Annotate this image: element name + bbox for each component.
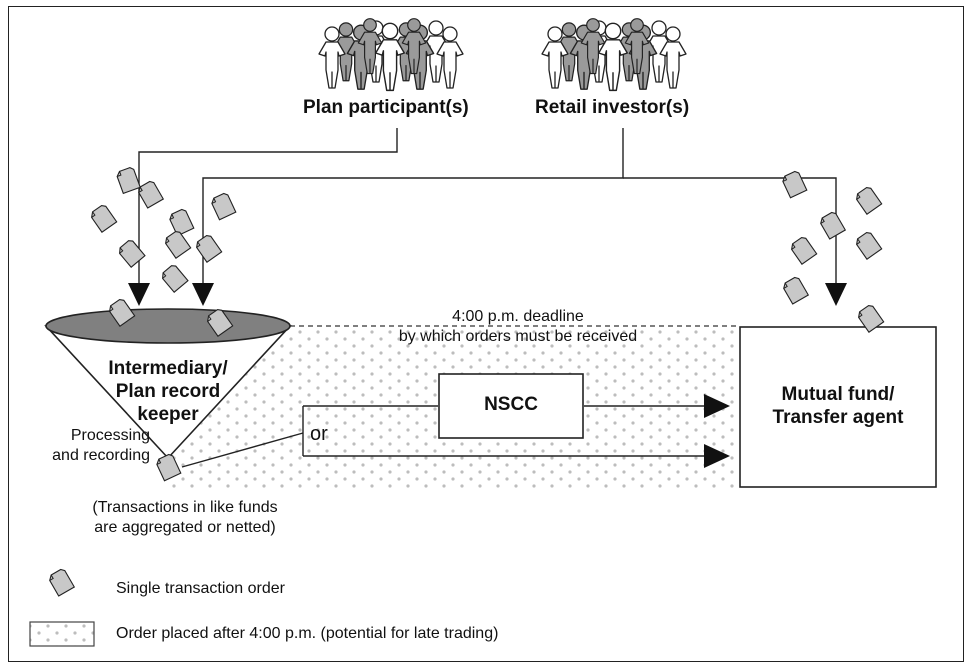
order-paper [780,169,808,199]
order-paper [788,235,818,265]
order-paper [209,191,237,221]
arrow-plan-down [128,283,150,306]
order-paper [193,233,223,263]
person-figure [580,18,606,75]
deadline-label-line2: by which orders must be received [398,328,638,345]
legend-dotted-swatch [29,621,95,647]
processing-label-line2: and recording [52,447,150,464]
arrow-nscc-to-fund [704,394,730,418]
deadline-label: 4:00 p.m. deadline by which orders must … [368,307,668,347]
funnel-output-line [181,432,304,468]
person-figure [624,18,650,75]
person-figure [318,26,346,89]
order-paper [162,229,192,259]
processing-label-line1: Processing [70,427,150,444]
intermediary-funnel [44,308,292,460]
person-figure [374,22,406,92]
order-paper [115,166,141,194]
aggregation-note: (Transactions in like funds are aggregat… [60,498,310,538]
retail-connector [202,128,624,285]
arrow-retail-down [192,283,214,306]
intermediary-label: Intermediary/ Plan record keeper [88,357,248,426]
aggregation-note-line1: (Transactions in like funds [92,499,278,516]
order-paper [116,238,146,268]
intermediary-label-line3: keeper [137,404,199,425]
person-figure [436,26,464,89]
plan-connector [138,128,398,285]
or-label: or [310,423,328,445]
person-figure [357,18,383,75]
order-paper [159,263,189,293]
nscc-label: NSCC [484,394,538,415]
arrow-fund-down [825,283,847,306]
person-figure [659,26,687,89]
order-paper [167,207,195,237]
person-figure [541,26,569,89]
order-paper [88,203,118,233]
diagram-frame [8,6,964,662]
retail-to-fund-connector [623,177,837,285]
retail-investors-icon [541,18,687,92]
order-paper [781,275,809,305]
person-figure [597,22,629,92]
order-paper [136,179,164,209]
plan-participants-icon [318,18,464,92]
aggregation-note-line2: are aggregated or netted) [94,519,276,536]
nscc-box [438,373,584,439]
funnel-top [45,308,291,344]
plan-participants-label: Plan participant(s) [303,97,469,118]
mutual-fund-label-line2: Transfer agent [772,407,904,428]
order-paper [853,185,883,215]
legend-paper-icon [47,567,75,597]
mutual-fund-box [739,326,937,488]
person-figure [401,18,427,75]
legend-single-order-label: Single transaction order [116,580,285,597]
order-paper [818,210,846,240]
mutual-fund-label: Mutual fund/ Transfer agent [740,383,936,429]
intermediary-label-line1: Intermediary/ [108,358,228,379]
processing-label: Processing and recording [28,426,150,466]
retail-investors-label: Retail investor(s) [535,97,690,118]
order-paper [853,230,883,260]
connector-lines [138,128,837,285]
arrow-direct-to-fund [704,444,730,468]
intermediary-label-line2: Plan record [115,381,221,402]
legend-late-order-label: Order placed after 4:00 p.m. (potential … [116,625,499,642]
mutual-fund-label-line1: Mutual fund/ [781,384,895,405]
deadline-label-line1: 4:00 p.m. deadline [452,308,584,325]
